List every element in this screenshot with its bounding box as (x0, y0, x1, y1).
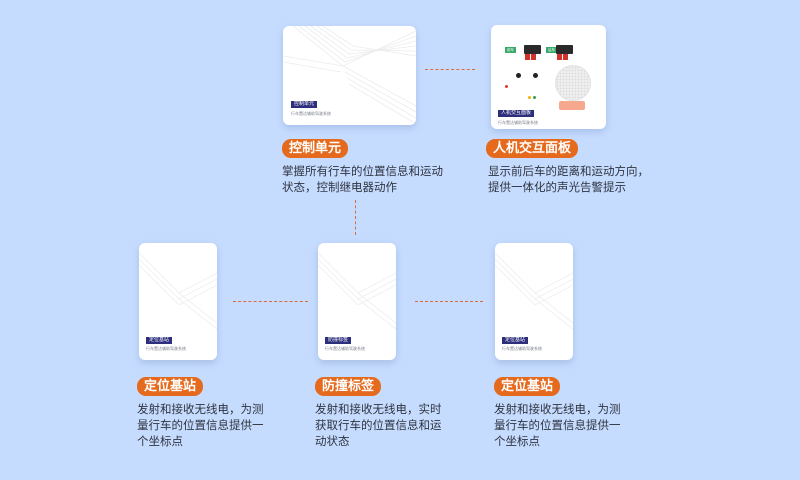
anti-collision-tag-description: 发射和接收无线电，实时 获取行车的位置信息和运 动状态 (315, 402, 442, 448)
device-label: 防撞标签 (325, 337, 352, 344)
base-station-right-description: 发射和接收无线电，为测 量行车的位置信息提供一 个坐标点 (494, 402, 621, 448)
alarm-light (559, 101, 585, 110)
hmi-rear-tag: 后车 (546, 47, 557, 53)
control-unit-title: 控制单元 (282, 139, 349, 158)
status-led-yellow (528, 96, 531, 99)
stripe-pattern (318, 252, 396, 330)
base-station-left-description: 发射和接收无线电，为测 量行车的位置信息提供一 个坐标点 (137, 402, 264, 448)
connector-control-tag (355, 200, 356, 235)
device-label: 定位基站 (146, 337, 173, 344)
base-station-left-device: 定位基站 行车置达辅助驾驶系统 (139, 243, 217, 360)
device-subtitle: 行车置达辅助驾驶系统 (498, 120, 538, 125)
front-distance-display (524, 45, 541, 60)
base-station-right-device: 定位基站 行车置达辅助驾驶系统 (495, 243, 573, 360)
control-unit-device: 控制单元 行车置达辅助驾驶系统 (283, 26, 416, 125)
anti-collision-tag-device: 防撞标签 行车置达辅助驾驶系统 (318, 243, 396, 360)
connector-control-hmi (425, 69, 475, 70)
connector-left-tag (233, 301, 308, 302)
device-label: 人机交互面板 (498, 110, 535, 117)
hmi-panel-title: 人机交互面板 (486, 139, 579, 158)
hmi-panel-description: 显示前后车的距离和运动方向， 提供一体化的声光告警提示 (488, 164, 649, 194)
device-label: 控制单元 (291, 101, 318, 108)
base-station-left-title: 定位基站 (137, 377, 204, 396)
device-subtitle: 行车置达辅助驾驶系统 (146, 346, 186, 351)
status-led-green (533, 96, 536, 99)
base-station-right-title: 定位基站 (494, 377, 561, 396)
stripe-pattern (495, 252, 573, 330)
device-subtitle: 行车置达辅助驾驶系统 (325, 346, 365, 351)
control-unit-description: 掌握所有行车的位置信息和运动 状态，控制继电器动作 (282, 164, 443, 194)
device-label: 定位基站 (502, 337, 529, 344)
hmi-front-tag: 前车 (505, 47, 516, 53)
stripe-pattern (139, 252, 217, 330)
device-subtitle: 行车置达辅助驾驶系统 (502, 346, 542, 351)
indicator-led (516, 73, 521, 78)
speaker-grille (555, 65, 591, 101)
status-led-red (505, 85, 508, 88)
stripe-pattern (283, 26, 416, 125)
device-subtitle: 行车置达辅助驾驶系统 (291, 111, 331, 116)
anti-collision-tag-title: 防撞标签 (315, 377, 382, 396)
hmi-panel-device: 前车 后车 人机交互面板 行车置达辅助驾驶系统 (491, 25, 606, 129)
connector-tag-right (415, 301, 483, 302)
indicator-led (533, 73, 538, 78)
rear-distance-display (556, 45, 573, 60)
